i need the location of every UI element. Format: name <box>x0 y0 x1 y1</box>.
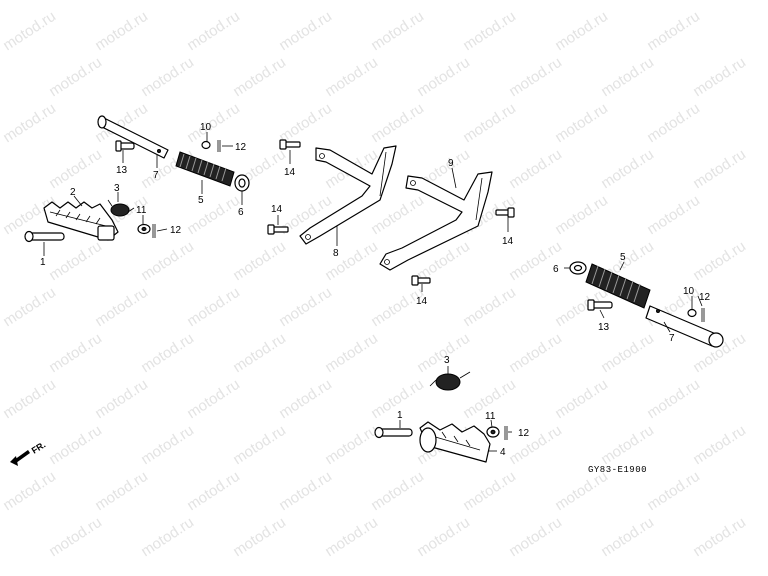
callout-1-right: 1 <box>397 410 403 421</box>
pivot-pin-right[interactable] <box>645 305 724 348</box>
spring-left[interactable] <box>107 199 135 217</box>
callout-5-left: 5 <box>198 195 204 206</box>
callout-7-right: 7 <box>669 333 675 344</box>
front-arrow-icon: FR. <box>10 440 47 466</box>
callout-13-right: 13 <box>598 322 610 333</box>
bracket-9[interactable] <box>379 171 493 271</box>
diagram-code: GY83-E1900 <box>588 465 647 475</box>
bolt-14-a[interactable] <box>279 139 301 150</box>
cotter-12-b[interactable] <box>217 140 221 152</box>
callout-14-a: 14 <box>284 167 296 178</box>
callout-12-left: 12 <box>170 225 182 236</box>
bracket-8[interactable] <box>299 145 397 245</box>
callout-5-right: 5 <box>620 252 626 263</box>
washer-6-right[interactable] <box>569 261 587 275</box>
callout-10-left: 10 <box>200 122 212 133</box>
callout-13-left: 13 <box>116 165 128 176</box>
callout-10-right: 10 <box>683 286 695 297</box>
callout-11-left: 11 <box>136 205 147 216</box>
rubber-left[interactable] <box>175 151 235 187</box>
callout-6-right: 6 <box>553 264 559 275</box>
callout-12-d: 12 <box>518 428 530 439</box>
washer-6-left[interactable] <box>234 174 250 192</box>
cotter-12-c[interactable] <box>701 308 705 322</box>
front-label: FR. <box>30 440 48 456</box>
bolt-14-d[interactable] <box>411 275 431 286</box>
callout-14-b: 14 <box>271 204 283 215</box>
callout-2: 2 <box>70 187 76 198</box>
callout-11-right: 11 <box>485 411 496 422</box>
bolt-13-left[interactable] <box>115 140 135 152</box>
callout-3-left: 3 <box>114 183 120 194</box>
callout-6-left: 6 <box>238 207 244 218</box>
bolt-13-right[interactable] <box>587 299 613 311</box>
callout-12-b: 12 <box>235 142 247 153</box>
callout-1-left: 1 <box>40 257 46 268</box>
leader-lines <box>43 132 703 452</box>
nut-10-left[interactable] <box>201 140 211 150</box>
cotter-12-d[interactable] <box>504 426 508 440</box>
callout-12-c: 12 <box>699 292 711 303</box>
washer-11-left[interactable] <box>137 223 151 235</box>
callout-14-c: 14 <box>502 236 514 247</box>
rubber-right[interactable] <box>585 263 651 309</box>
callout-9: 9 <box>448 158 454 169</box>
callout-3-right: 3 <box>444 355 450 366</box>
callout-8: 8 <box>333 248 339 259</box>
pivot-pin-left[interactable] <box>97 115 169 159</box>
spring-right[interactable] <box>429 371 471 391</box>
pin-left[interactable] <box>24 230 65 243</box>
pin-right[interactable] <box>374 426 413 439</box>
footpeg-left[interactable] <box>43 201 119 241</box>
cotter-12-left[interactable] <box>152 224 156 238</box>
callout-4: 4 <box>500 447 506 458</box>
bolt-14-c[interactable] <box>495 207 515 218</box>
callout-14-d: 14 <box>416 296 428 307</box>
callout-7-left: 7 <box>153 170 159 181</box>
nut-10-right[interactable] <box>687 308 697 318</box>
washer-11-right[interactable] <box>486 426 500 438</box>
callout-labels: 1 2 3 11 12 13 7 10 12 5 6 14 14 8 9 14 … <box>40 122 711 458</box>
footpeg-right[interactable] <box>419 421 491 463</box>
bolt-14-b[interactable] <box>267 224 289 235</box>
